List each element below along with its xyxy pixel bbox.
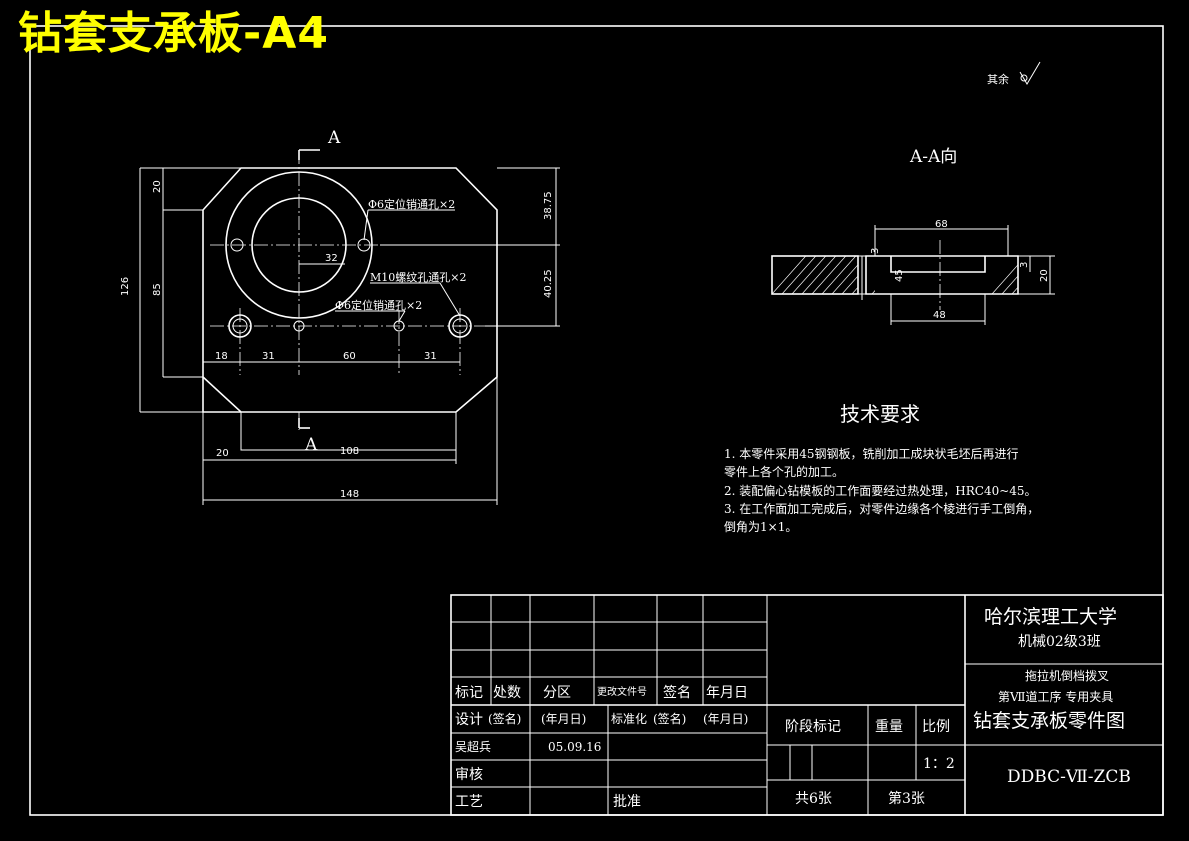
technical-requirements: 技术要求 1. 本零件采用45钢钢板，铣削加工成块状毛坯后再进行 零件上各个孔的… bbox=[724, 402, 1039, 534]
section-body-right bbox=[865, 255, 1019, 295]
section-dim-68: 68 bbox=[935, 219, 948, 230]
dim-148: 148 bbox=[340, 489, 359, 500]
dim-20-bottom: 20 bbox=[216, 448, 229, 459]
tb-sign-paren: (签名) bbox=[488, 711, 521, 726]
roughness-note: 其余 bbox=[987, 61, 1041, 86]
title-block: 标记 处数 分区 更改文件号 签名 年月日 设计 (签名) (年月日) 标准化 … bbox=[450, 594, 1164, 816]
tb-date: 年月日 bbox=[706, 685, 748, 701]
tech-req-line: 1. 本零件采用45钢钢板，铣削加工成块状毛坯后再进行 bbox=[724, 447, 1019, 461]
front-view: A A 126 20 85 38.75 40.25 32 Φ6定位销通孔×2 M… bbox=[120, 128, 560, 505]
tb-date-paren2: (年月日) bbox=[703, 712, 748, 726]
tb-change-doc: 更改文件号 bbox=[597, 685, 647, 698]
roughness-symbol-icon bbox=[1019, 61, 1041, 85]
tb-approve: 批准 bbox=[613, 794, 641, 810]
tech-req-line: 2. 装配偏心钻模板的工作面要经过热处理，HRC40~45。 bbox=[724, 483, 1037, 498]
tb-standard: 标准化 bbox=[611, 712, 647, 726]
tech-req-line: 零件上各个孔的加工。 bbox=[724, 464, 844, 479]
tb-process: 第Ⅶ道工序 专用夹具 bbox=[998, 689, 1113, 704]
tb-date-paren: (年月日) bbox=[541, 712, 586, 726]
tech-req-title: 技术要求 bbox=[840, 402, 920, 426]
tb-class: 机械02级3班 bbox=[1018, 634, 1101, 650]
callout-m10: M10螺纹孔通孔×2 bbox=[370, 270, 466, 284]
tb-craft: 工艺 bbox=[455, 794, 483, 810]
dim-32: 32 bbox=[325, 253, 338, 264]
section-dim-45: 45 bbox=[894, 269, 905, 282]
dim-31-right: 31 bbox=[424, 351, 437, 362]
section-view: A-A向 bbox=[771, 147, 1055, 325]
tb-product: 拖拉机倒档拨叉 bbox=[1025, 668, 1109, 683]
tb-count: 处数 bbox=[493, 685, 521, 701]
section-dim-3-left: 3 bbox=[870, 248, 881, 254]
tech-req-line: 倒角为1×1。 bbox=[724, 520, 797, 534]
tb-design: 设计 bbox=[455, 712, 483, 728]
tb-zone: 分区 bbox=[543, 685, 571, 701]
tb-university: 哈尔滨理工大学 bbox=[984, 606, 1117, 628]
roughness-note-label: 其余 bbox=[987, 72, 1009, 86]
tb-drawing-number: DDBC-Ⅶ-ZCB bbox=[1007, 767, 1131, 787]
section-mark-bottom: A bbox=[304, 435, 318, 455]
tech-req-line: 3. 在工作面加工完成后，对零件边缘各个棱进行手工倒角， bbox=[724, 501, 1039, 516]
tb-review: 审核 bbox=[455, 767, 483, 783]
tb-drawing-name: 钻套支承板零件图 bbox=[973, 710, 1125, 732]
dim-40-25: 40.25 bbox=[543, 269, 554, 298]
tb-mark: 标记 bbox=[455, 685, 483, 701]
dim-108: 108 bbox=[340, 446, 359, 457]
section-dim-48: 48 bbox=[933, 310, 946, 321]
tb-design-date: 05.09.16 bbox=[548, 740, 601, 754]
callout-pin-hole-top: Φ6定位销通孔×2 bbox=[368, 197, 455, 211]
dim-31-left: 31 bbox=[262, 351, 275, 362]
callout-pin-hole-bottom: Φ6定位销通孔×2 bbox=[335, 298, 422, 312]
tb-sheet-no: 第3张 bbox=[888, 790, 925, 807]
dim-20-top: 20 bbox=[152, 180, 163, 193]
sheet-title: 钻套支承板-A4 bbox=[18, 8, 329, 59]
tb-sign-paren2: (签名) bbox=[653, 711, 686, 726]
tb-stage-mark: 阶段标记 bbox=[785, 719, 841, 735]
tb-designer: 吴超兵 bbox=[455, 739, 491, 754]
section-body-left bbox=[771, 255, 859, 295]
tb-sign: 签名 bbox=[663, 684, 691, 701]
tb-weight: 重量 bbox=[875, 719, 903, 735]
dim-60: 60 bbox=[343, 351, 356, 362]
dim-85: 85 bbox=[152, 283, 163, 296]
dim-126: 126 bbox=[120, 277, 131, 296]
tb-scale: 比例 bbox=[922, 719, 950, 735]
section-mark-top: A bbox=[327, 128, 341, 148]
dim-18: 18 bbox=[215, 351, 228, 362]
dim-38-75: 38.75 bbox=[543, 191, 554, 220]
tb-total-sheets: 共6张 bbox=[795, 791, 832, 807]
section-dim-20: 20 bbox=[1039, 269, 1050, 282]
section-dim-3: 3 bbox=[1019, 262, 1030, 268]
tb-scale-value: 1：2 bbox=[923, 756, 955, 772]
section-view-title: A-A向 bbox=[909, 147, 957, 167]
